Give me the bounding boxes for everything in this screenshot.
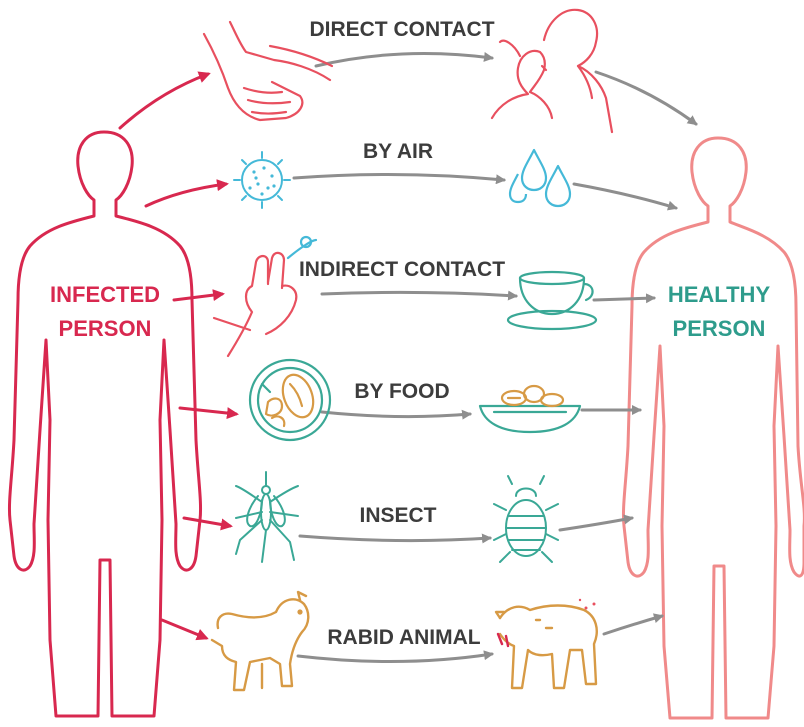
infected-person-outline-icon <box>9 132 200 716</box>
red-arrow-direct <box>120 74 208 128</box>
infected-label-line2: PERSON <box>59 316 152 341</box>
route-label-animal: RABID ANIMAL <box>327 626 480 649</box>
infected-label-line1: INFECTED <box>50 282 160 307</box>
healthy-label-line1: HEALTHY <box>668 282 771 307</box>
gray-arrow-food-1 <box>322 412 470 417</box>
gray-arrow-animal-2 <box>604 616 662 634</box>
red-arrow-food <box>180 408 236 414</box>
infected-person: INFECTED PERSON <box>9 132 200 716</box>
healthy-person: HEALTHY PERSON <box>623 138 804 718</box>
gray-arrow-indirect-2 <box>594 298 654 300</box>
teacup-icon <box>508 272 596 329</box>
gray-arrow-insect-2 <box>560 518 632 530</box>
red-arrow-air <box>146 184 226 206</box>
gray-arrow-insect-1 <box>300 536 490 541</box>
food-plate-icon <box>250 360 330 440</box>
route-labels: DIRECT CONTACT BY AIR INDIRECT CONTACT B… <box>299 18 505 649</box>
gray-arrow-direct-1 <box>316 54 492 67</box>
sneeze-hand-icon <box>214 237 316 356</box>
red-arrow-insect <box>184 518 230 526</box>
route-label-indirect: INDIRECT CONTACT <box>299 258 505 281</box>
route-label-direct: DIRECT CONTACT <box>309 18 494 41</box>
route-label-insect: INSECT <box>359 504 436 527</box>
red-arrow-animal <box>162 620 206 638</box>
rabid-dog-icon <box>496 599 597 688</box>
gray-arrow-direct-2 <box>596 72 696 124</box>
mosquito-icon <box>236 472 298 562</box>
gray-arrows <box>294 54 696 662</box>
healthy-person-outline-icon <box>623 138 804 718</box>
red-arrow-indirect <box>174 294 222 300</box>
virus-icon <box>234 152 290 208</box>
droplets-icon <box>510 150 570 206</box>
red-arrows <box>120 74 236 638</box>
gray-arrow-air-1 <box>294 174 504 180</box>
route-label-air: BY AIR <box>363 140 433 163</box>
gray-arrow-air-2 <box>574 184 676 208</box>
gray-arrow-animal-1 <box>298 654 492 662</box>
gray-arrow-indirect-1 <box>322 292 516 296</box>
route-label-food: BY FOOD <box>354 380 449 403</box>
kiss-icon <box>492 10 612 132</box>
healthy-label-line2: PERSON <box>673 316 766 341</box>
food-bowl-icon <box>480 386 580 432</box>
bedbug-icon <box>494 476 558 562</box>
dog-icon <box>212 592 308 690</box>
